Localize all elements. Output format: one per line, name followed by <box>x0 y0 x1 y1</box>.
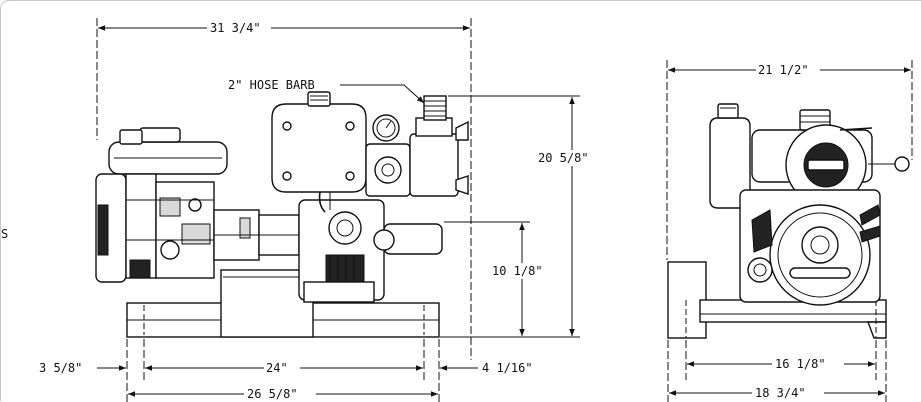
side-gauge <box>372 114 400 142</box>
side-engine <box>95 127 228 283</box>
side-priming-tank <box>271 91 367 213</box>
rail-spacing-text: 24" <box>266 361 288 375</box>
end-view: 21 1/2" 16 1/8" 18 3/4" <box>666 60 913 402</box>
side-discharge-valve <box>365 95 469 197</box>
overall-height-text: 20 5/8" <box>538 151 589 165</box>
end-pump-volute <box>739 189 881 306</box>
end-priming-tank <box>709 103 751 209</box>
base-length-text: 26 5/8" <box>247 387 298 401</box>
hose-barb-label: 2" HOSE BARB <box>228 78 315 92</box>
side-coupling <box>213 209 300 261</box>
end-rail-spacing-text: 16 1/8" <box>775 357 826 371</box>
left-offset-text: 3 5/8" <box>39 361 82 375</box>
end-engine <box>751 109 910 206</box>
side-pump-body <box>298 199 443 303</box>
end-base-width-text: 18 3/4" <box>755 386 806 400</box>
end-width-text: 21 1/2" <box>758 63 809 77</box>
side-view: 2" HOSE BARB 31 3/4" 20 5/8" 10 1/8" 3 5… <box>39 18 605 402</box>
mid-height-text: 10 1/8" <box>492 264 543 278</box>
right-offset-text: 4 1/16" <box>482 361 533 375</box>
margin-letter: S <box>1 227 8 241</box>
hose-barb-leader <box>340 84 425 104</box>
overall-length-text: 31 3/4" <box>210 21 261 35</box>
